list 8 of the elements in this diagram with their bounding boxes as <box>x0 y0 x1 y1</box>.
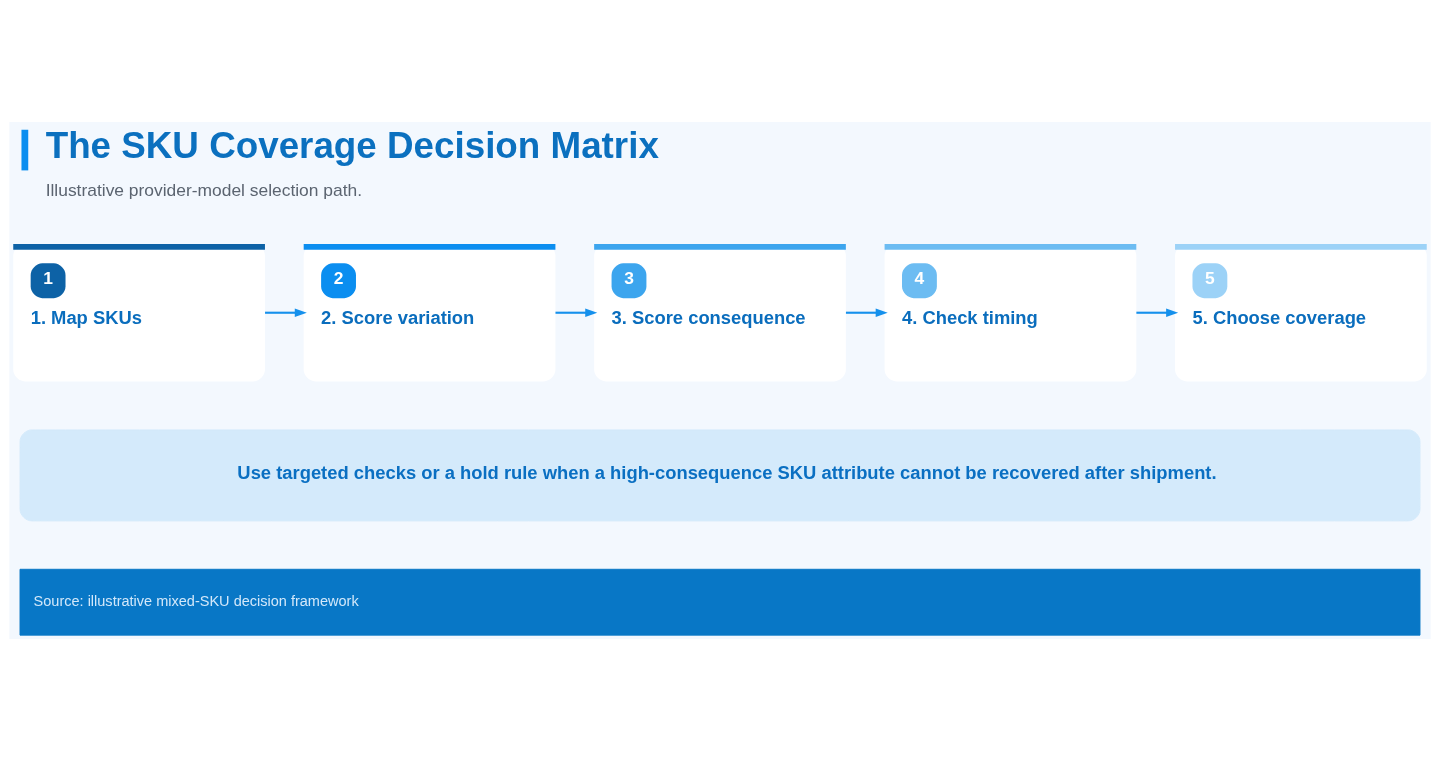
node-box: Use targeted checks or a hold rule when a high-consequence SKU attribute cannot be recovered after shipment. <box>19 428 1421 521</box>
arrow <box>555 308 598 317</box>
arrow <box>265 308 307 317</box>
caption: Illustrative provider-model selection path. <box>45 179 363 200</box>
arrow <box>845 308 888 317</box>
diagram-title: The SKU Coverage Decision Matrix <box>45 124 659 166</box>
arrow <box>1136 308 1179 317</box>
node-box: Source: illustrative mixed-SKU decision framework <box>19 568 1421 636</box>
